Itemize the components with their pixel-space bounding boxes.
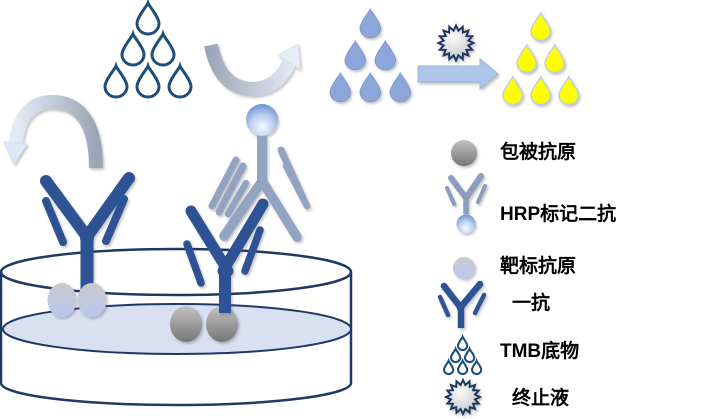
primary-antibody-right [183, 198, 269, 313]
primary-antibody-left [40, 172, 135, 291]
target-antigen-icon [453, 257, 475, 279]
primary-antibody-icon [437, 280, 487, 328]
reaction-arrow [417, 57, 499, 91]
coating-antigen-pair [170, 306, 238, 342]
wash-arch-arrow [3, 94, 103, 169]
target-antigen-pair [47, 283, 107, 317]
legend-label-coating-antigen: 包被抗原 [500, 142, 577, 163]
bound-substrate-droplets-cluster [329, 8, 411, 103]
legend-label-hrp-secondary: HRP标记二抗 [500, 204, 617, 225]
legend-label-primary-antibody: 一抗 [512, 293, 551, 314]
tmb-substrate-droplets-cluster [103, 1, 193, 99]
hrp-secondary-antibody-icon [445, 173, 487, 234]
legend-label-stop-solution: 终止液 [512, 388, 570, 409]
mixing-swoosh-arrow [204, 43, 301, 96]
legend-label-target-antigen: 靶标抗原 [500, 256, 577, 277]
stop-solution-badge [436, 23, 476, 63]
tmb-substrate-icon [442, 335, 483, 376]
coating-antigen-icon [451, 140, 477, 166]
hrp-secondary-antibody [208, 104, 311, 242]
legend-label-tmb-substrate: TMB底物 [500, 341, 580, 362]
stop-solution-icon [443, 377, 483, 417]
colored-product-droplets-cluster [502, 12, 580, 105]
